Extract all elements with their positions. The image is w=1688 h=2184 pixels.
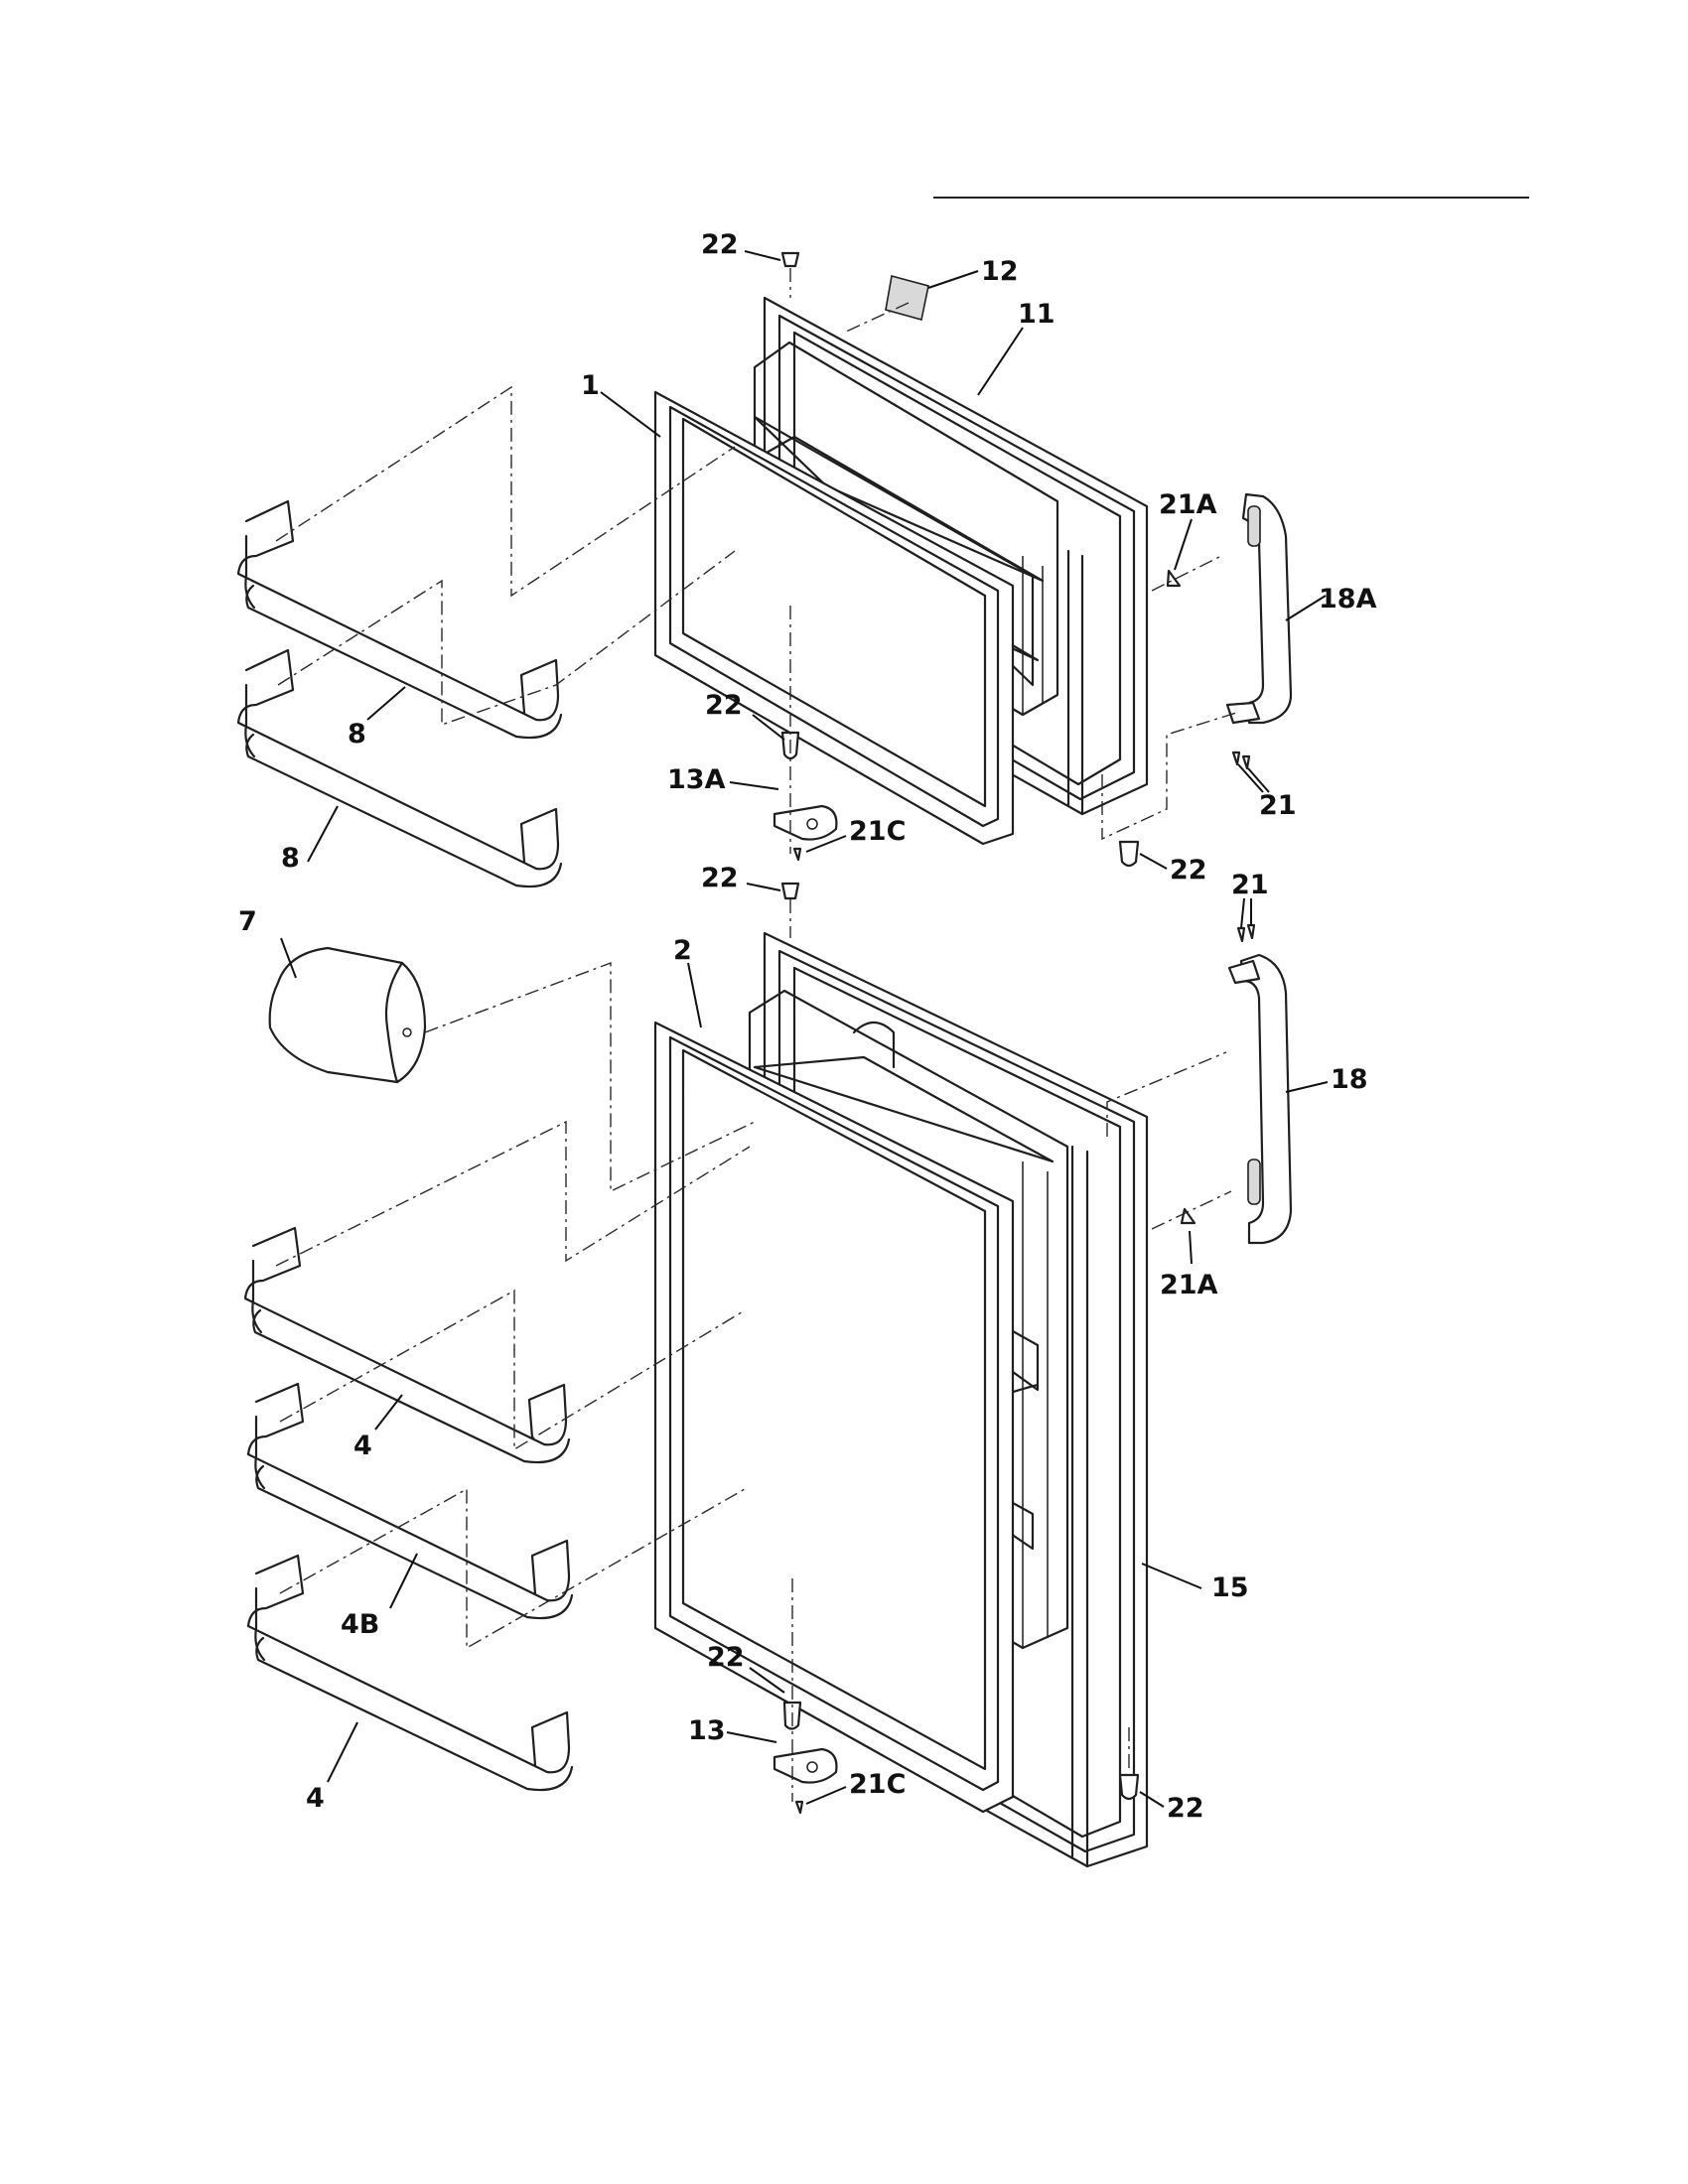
- label-11: 11: [1018, 299, 1055, 330]
- label-8-lower: 8: [281, 843, 300, 874]
- label-21-top: 21: [1259, 790, 1297, 821]
- label-21c-top: 21C: [849, 816, 906, 847]
- egg-bucket-7: [268, 946, 427, 1084]
- leader-lines: [280, 250, 1329, 1808]
- label-plate-12: [885, 274, 929, 321]
- screws-21-freezer: [1231, 751, 1251, 770]
- label-22-top: 22: [701, 229, 739, 260]
- label-4-lower: 4: [306, 1783, 325, 1814]
- freezer-shelf-rail-8-upper: [236, 499, 563, 740]
- label-22-mid-right: 22: [1170, 855, 1207, 886]
- label-1: 1: [581, 370, 600, 401]
- fresh-food-small-parts: [773, 882, 1256, 1815]
- freezer-door-gasket-1: [653, 390, 1015, 846]
- hinge-13a: [773, 804, 838, 841]
- label-22-bottom-right: 22: [1167, 1793, 1204, 1824]
- label-15: 15: [1211, 1572, 1249, 1603]
- label-4b: 4B: [341, 1609, 379, 1640]
- label-21c-bottom: 21C: [849, 1769, 906, 1800]
- fresh-food-handle-18: [1227, 953, 1293, 1245]
- screw-21c-fresh: [794, 1800, 804, 1815]
- hinge-13: [773, 1747, 838, 1784]
- fresh-shelf-rail-4-lower: [246, 1554, 574, 1792]
- label-21a-top: 21A: [1159, 489, 1217, 520]
- screw-22-fresh-bottom: [1118, 1773, 1140, 1801]
- label-22-mid-left: 22: [705, 690, 743, 721]
- label-7: 7: [238, 906, 257, 937]
- label-13: 13: [688, 1715, 726, 1746]
- callout-labels: 22 12 11 1 21A 18A 8 8 22 13A 21C 22 21 …: [238, 229, 1377, 1824]
- fresh-shelf-rail-4b: [246, 1382, 574, 1620]
- fresh-shelf-rail-4-upper: [243, 1226, 571, 1464]
- assembly-lines: [275, 268, 1237, 1802]
- screw-22-freezer-bottom: [1118, 840, 1140, 868]
- label-21a-lower: 21A: [1160, 1270, 1218, 1300]
- screw-22-fresh-top: [780, 882, 800, 900]
- label-22-bottom-left: 22: [707, 1642, 745, 1673]
- label-2: 2: [673, 935, 692, 966]
- label-18: 18: [1331, 1064, 1368, 1095]
- label-22-fresh-top: 22: [701, 863, 739, 893]
- screw-22-top-freezer: [780, 251, 800, 268]
- label-18a: 18A: [1319, 584, 1377, 614]
- label-13a: 13A: [667, 764, 726, 795]
- label-4-upper: 4: [353, 1431, 372, 1461]
- freezer-handle-18a: [1225, 492, 1293, 725]
- fresh-food-door-gasket-2: [653, 1021, 1015, 1814]
- freezer-shelf-rail-8-lower: [236, 648, 563, 888]
- label-12: 12: [981, 256, 1019, 287]
- label-21-lower: 21: [1231, 870, 1269, 900]
- label-8-upper: 8: [348, 719, 366, 750]
- screw-21c-freezer: [792, 847, 802, 862]
